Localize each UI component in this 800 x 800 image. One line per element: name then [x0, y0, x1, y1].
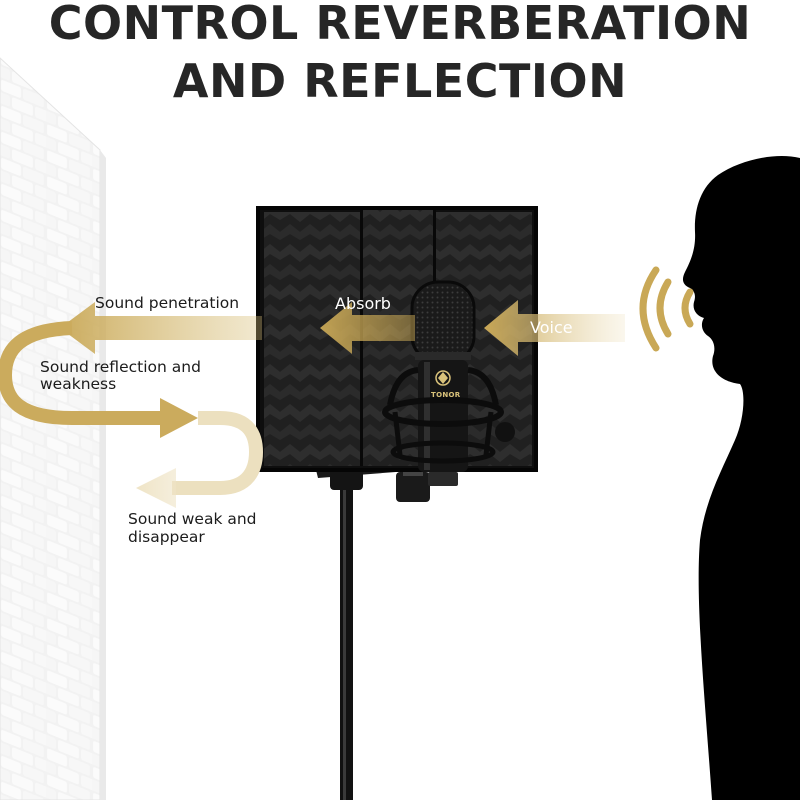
absorb-label: Absorb [335, 294, 391, 313]
mic-stand [316, 455, 430, 800]
mic-brand-logo: TONOR [431, 391, 461, 399]
sound-reflection-label-line-2: weakness [40, 375, 117, 393]
voice-label: Voice [530, 318, 573, 337]
sound-weak-label-line-2: disappear [128, 528, 205, 546]
sound-waves-icon [639, 266, 694, 352]
page-title-line-2: AND REFLECTION [172, 54, 628, 108]
sound-reflection-label-line-1: Sound reflection and [40, 358, 201, 376]
sound-weak-label-line-1: Sound weak and [128, 510, 257, 528]
absorb-arrow [320, 302, 415, 354]
sound-penetration-label: Sound penetration [95, 294, 240, 312]
condenser-microphone [382, 280, 515, 486]
page-title-line-1: CONTROL REVERBERATION [48, 0, 752, 50]
brick-wall [0, 57, 106, 800]
penetration-arrow [60, 302, 262, 354]
reflection-arrow [0, 321, 264, 508]
person-silhouette [682, 155, 800, 800]
voice-arrow [484, 300, 625, 356]
